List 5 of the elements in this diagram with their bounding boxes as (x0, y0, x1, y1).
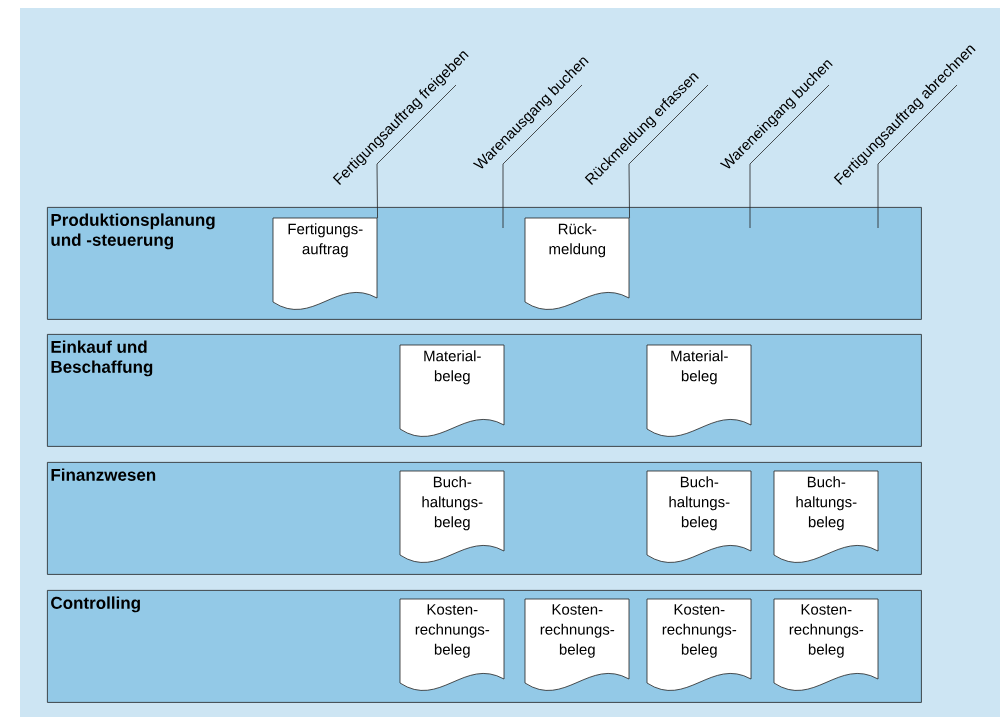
leader-line (877, 84, 958, 229)
leader-line (376, 84, 457, 219)
leader-line (628, 84, 709, 219)
leader-line (749, 84, 830, 229)
leader-line (502, 84, 583, 229)
